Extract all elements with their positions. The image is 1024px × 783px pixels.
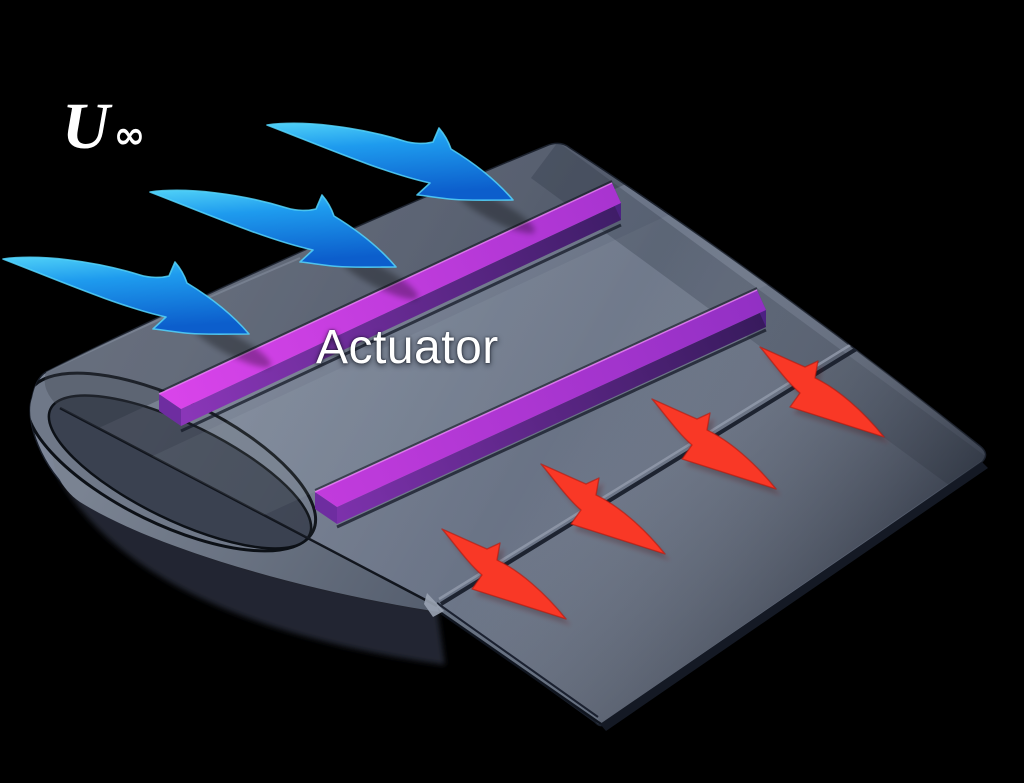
freestream-arrows (2, 122, 535, 368)
strip-top-face (315, 290, 766, 507)
airfoil-underside-shadow (40, 430, 445, 665)
freestream-symbol: U (62, 90, 111, 163)
strip-contact-shadow (336, 328, 767, 529)
infinity-symbol: ∞ (113, 113, 147, 157)
actuator-label: Actuator (316, 321, 499, 374)
strip-top-highlight (314, 289, 758, 493)
actuator-strip-downstream (314, 287, 767, 529)
freestream-arrow-icon (266, 122, 514, 202)
groove-notch (424, 593, 444, 617)
strip-contact-shadow-top (314, 287, 758, 491)
trailing-edge-thickness (600, 462, 988, 731)
strip-front-face (181, 203, 621, 426)
strip-contact-shadow (180, 223, 622, 433)
trailing-wedge-topline (436, 602, 599, 718)
strip-left-cap (159, 394, 181, 426)
trailing-wedge-bottomline (440, 611, 602, 726)
strip-front-face (337, 310, 766, 524)
strip-top-face (159, 183, 621, 409)
freestream-velocity-label: U∞ (62, 94, 146, 160)
strip-left-cap (315, 492, 337, 524)
